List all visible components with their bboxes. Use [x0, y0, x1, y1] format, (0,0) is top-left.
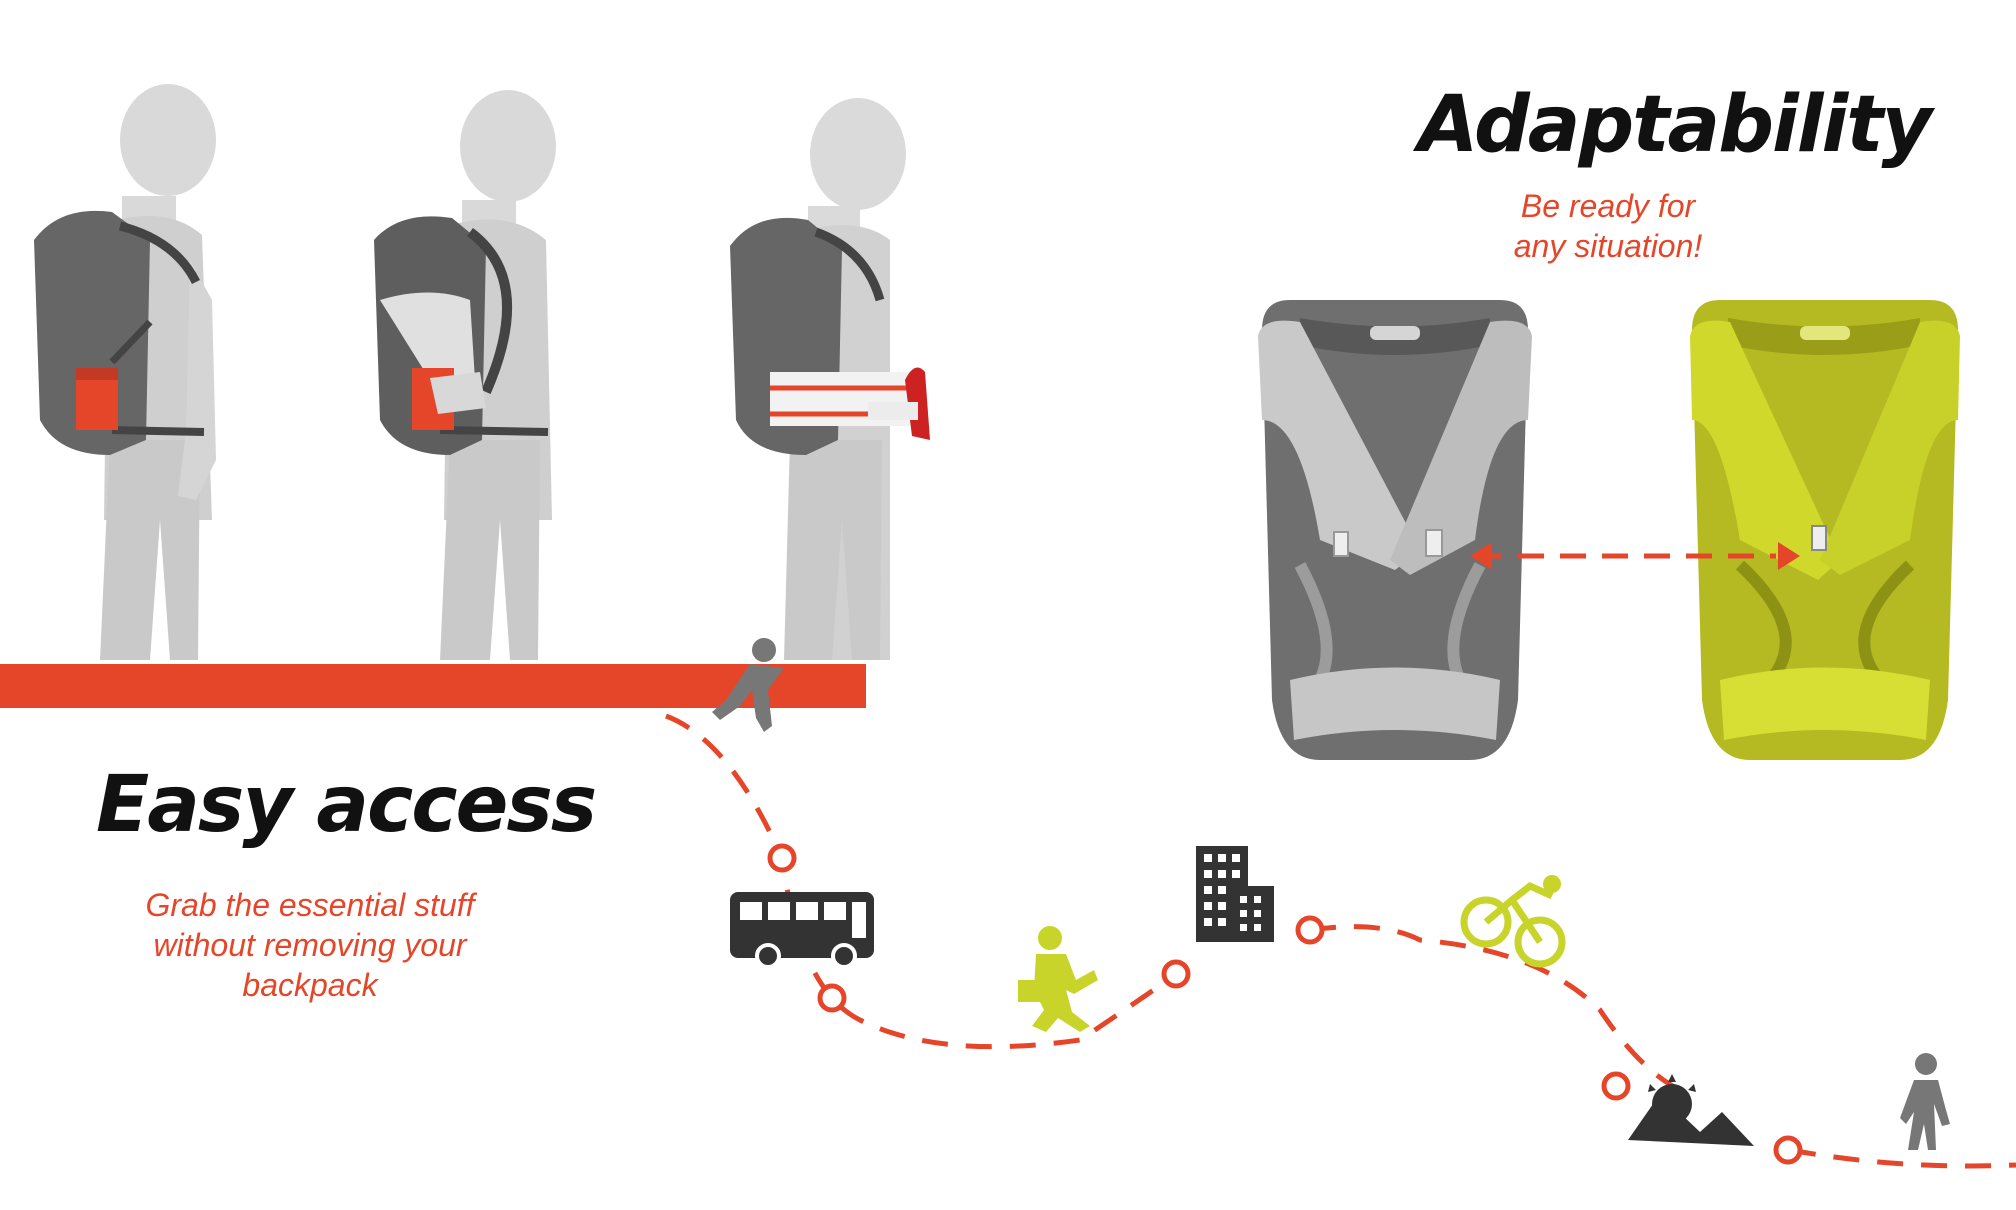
adaptability-subtitle: Be ready for any situation! — [1513, 188, 1703, 264]
falling-person-icon — [712, 638, 784, 732]
mountain-sunrise-icon — [1628, 1074, 1754, 1146]
walking-person-icon — [1900, 1053, 1950, 1150]
cyclist-icon — [1460, 875, 1566, 968]
figure-opened-pocket — [730, 98, 930, 660]
commuter-running-icon — [1018, 926, 1098, 1032]
figure-reaching-pocket — [374, 90, 556, 660]
backpack-lime-back-view — [1690, 300, 1960, 760]
journey-stop-markers — [767, 843, 1803, 1165]
bus-icon — [730, 892, 874, 969]
easy-access-title: Easy access — [96, 760, 597, 850]
journey-dashed-path — [665, 713, 2016, 1169]
office-building-icon — [1196, 846, 1274, 942]
ground-bar — [0, 664, 866, 708]
adjustment-double-arrow — [1470, 542, 1800, 570]
easy-access-subtitle: Grab the essential stuff without removin… — [145, 887, 475, 1003]
backpack-gray-back-view — [1258, 300, 1532, 760]
figure-backpack-on-back — [34, 84, 216, 660]
adaptability-title: Adaptability — [1418, 80, 1932, 170]
